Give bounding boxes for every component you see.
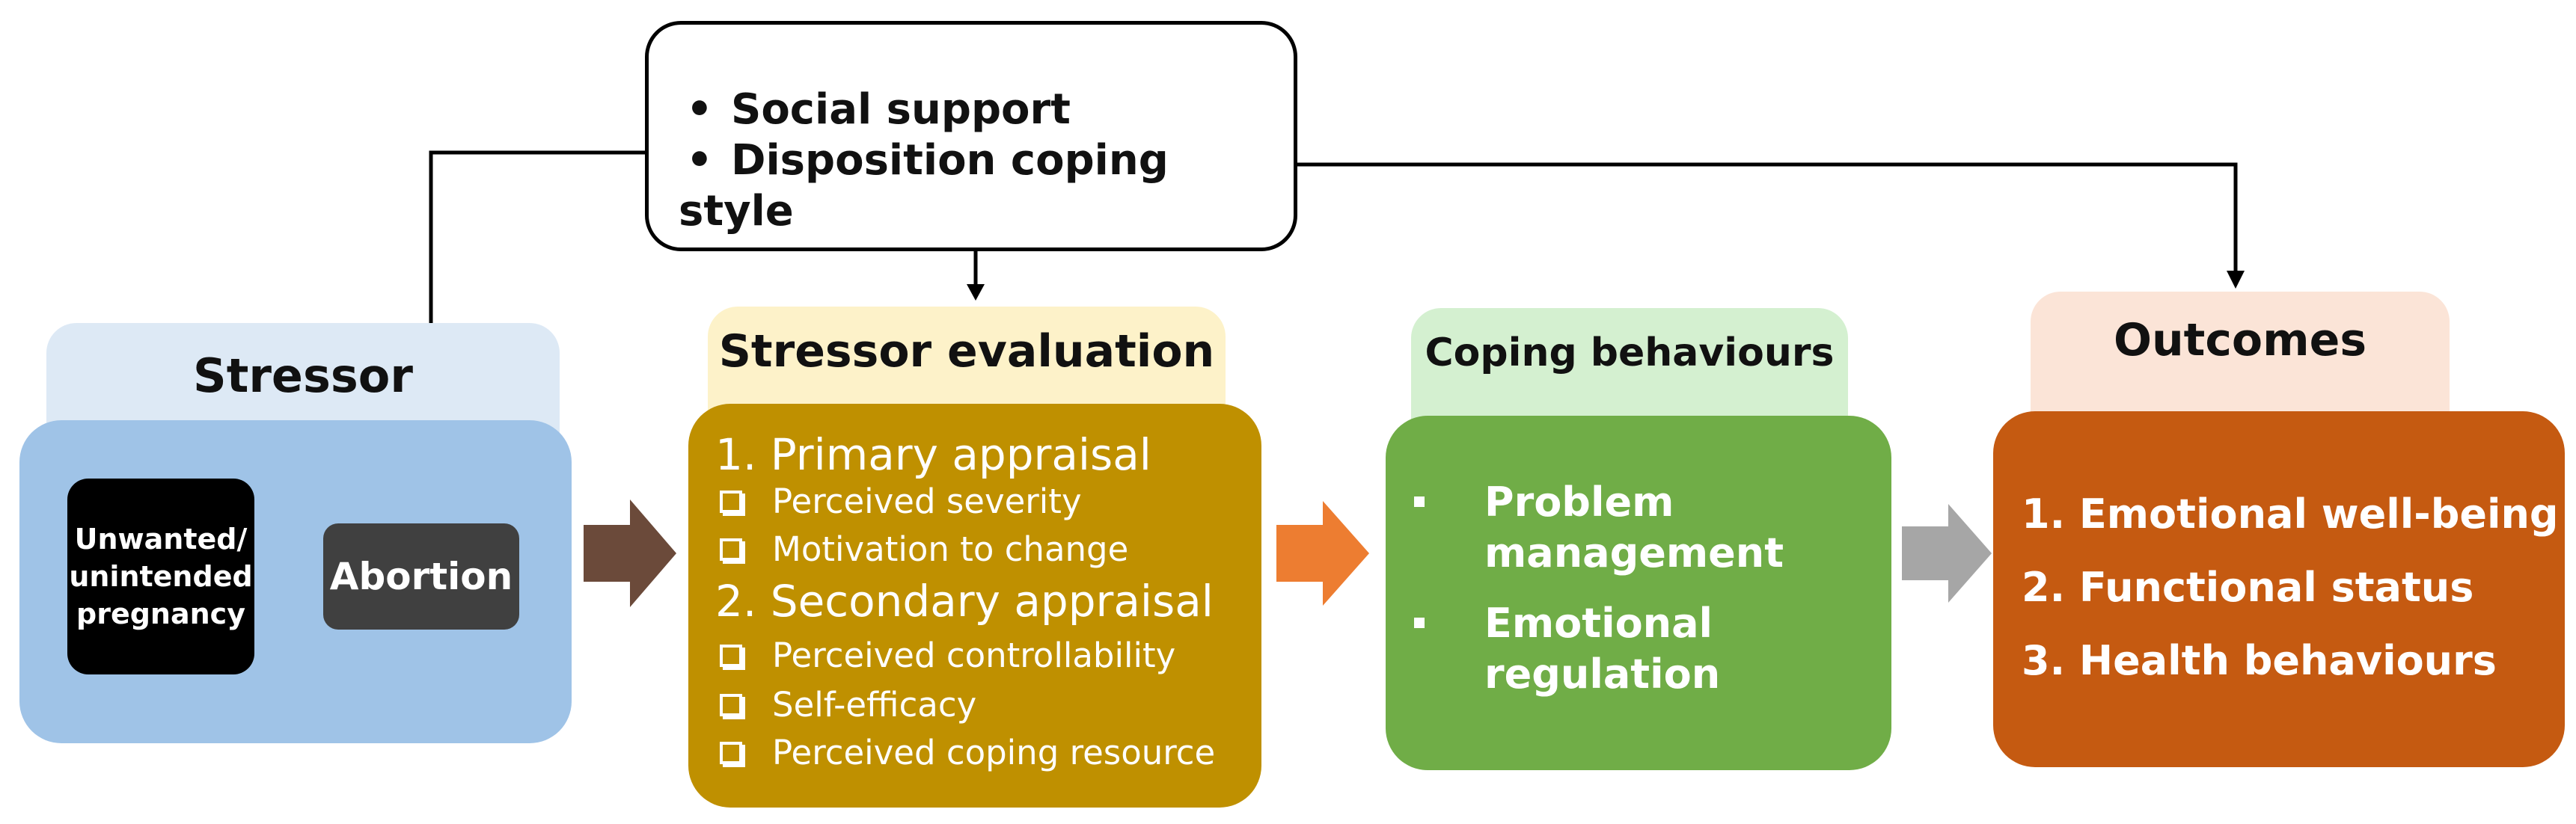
appraisal-item: Perceived coping resource bbox=[720, 733, 1215, 772]
coping-item-line: Emotional bbox=[1484, 600, 1713, 647]
moderator-item: •Disposition coping style bbox=[679, 136, 1169, 236]
appraisal-item: Perceived severity bbox=[720, 482, 1082, 521]
coping-item-line: regulation bbox=[1484, 651, 1721, 698]
pregnancy-box: Unwanted/ unintended pregnancy bbox=[67, 479, 254, 674]
pregnancy-line: unintended bbox=[69, 560, 253, 593]
checkbox-icon bbox=[720, 693, 745, 719]
appraisal-item: Motivation to change bbox=[720, 529, 1128, 569]
outcome-item: 3. Health behaviours bbox=[2022, 637, 2497, 684]
outcomes-title: Outcomes bbox=[2113, 314, 2367, 366]
pregnancy-line: pregnancy bbox=[76, 597, 245, 630]
coping-panel bbox=[1386, 416, 1891, 770]
secondary-appraisal-heading: 2. Secondary appraisal bbox=[715, 576, 1214, 627]
moderator-to-outcomes-arrowhead bbox=[2227, 271, 2245, 289]
appraisal-item-label: Self-efficacy bbox=[772, 685, 977, 725]
appraisal-item-label: Motivation to change bbox=[772, 529, 1129, 569]
pregnancy-line: Unwanted/ bbox=[74, 523, 248, 556]
coping-title: Coping behaviours bbox=[1425, 330, 1835, 375]
stage-arrow-stressor-to-evaluation bbox=[584, 499, 676, 607]
coping-item-line: Problem bbox=[1484, 479, 1674, 526]
checkbox-icon bbox=[720, 741, 745, 767]
stage-arrow-evaluation-to-coping bbox=[1276, 501, 1369, 606]
coping-header: Coping behaviours bbox=[1411, 308, 1848, 420]
checkbox-icon bbox=[720, 490, 745, 516]
pregnancy-label: Unwanted/ unintended pregnancy bbox=[69, 520, 252, 633]
checkbox-icon bbox=[720, 538, 745, 564]
appraisal-item-label: Perceived coping resource bbox=[772, 733, 1216, 772]
outcome-item: 1. Emotional well-being bbox=[2022, 491, 2559, 538]
evaluation-panel bbox=[688, 404, 1261, 808]
outcome-item: 2. Functional status bbox=[2022, 564, 2474, 611]
primary-appraisal-heading: 1. Primary appraisal bbox=[715, 429, 1151, 480]
appraisal-item: Perceived controllability bbox=[720, 636, 1175, 675]
moderators-box: •Social support •Disposition coping styl… bbox=[645, 21, 1297, 251]
appraisal-item-label: Perceived controllability bbox=[772, 636, 1176, 675]
outcomes-header: Outcomes bbox=[2031, 292, 2450, 419]
moderator-to-outcomes-line bbox=[1297, 162, 2238, 272]
moderator-item: •Social support bbox=[686, 85, 1071, 134]
outcomes-panel bbox=[1993, 411, 2565, 767]
bullet-icon bbox=[1414, 618, 1425, 628]
stage-arrow-coping-to-outcomes bbox=[1902, 504, 1992, 603]
moderators-list: •Social support •Disposition coping styl… bbox=[679, 84, 1294, 237]
moderator-label: Disposition coping style bbox=[679, 136, 1169, 236]
moderator-label: Social support bbox=[731, 85, 1071, 134]
coping-item: Problem management bbox=[1414, 477, 1784, 579]
moderator-to-evaluation-arrowhead bbox=[967, 284, 985, 301]
bullet-icon bbox=[1414, 496, 1425, 507]
appraisal-item-label: Perceived severity bbox=[772, 482, 1082, 521]
evaluation-title: Stressor evaluation bbox=[718, 325, 1215, 378]
abortion-box: Abortion bbox=[323, 523, 519, 630]
appraisal-item: Self-efficacy bbox=[720, 685, 976, 725]
abortion-label: Abortion bbox=[329, 555, 513, 598]
coping-item: Emotional regulation bbox=[1414, 598, 1720, 700]
checkbox-icon bbox=[720, 644, 745, 670]
coping-item-line: management bbox=[1484, 529, 1784, 577]
stressor-title: Stressor bbox=[193, 348, 413, 403]
